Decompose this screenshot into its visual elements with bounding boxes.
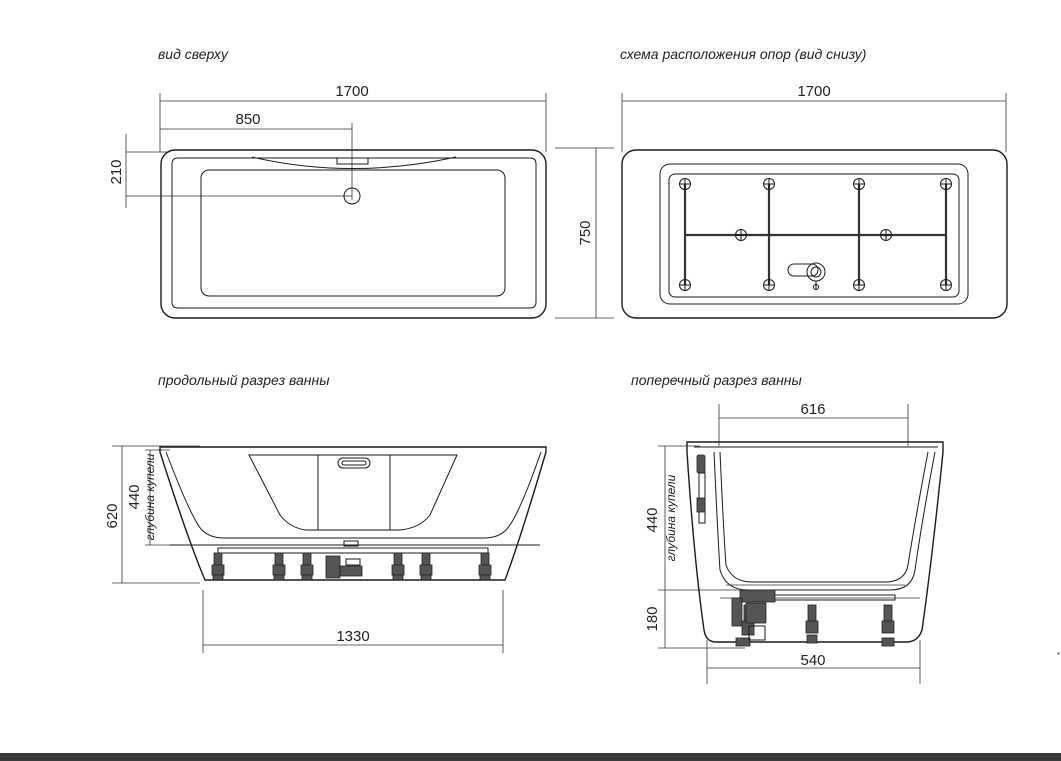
supports-view: схема расположения опор (вид снизу) 1700 <box>620 46 1008 319</box>
cross-view-title: поперечный разрез ванны <box>631 372 802 388</box>
cross-faucet-icon <box>696 454 706 524</box>
supports-length-value: 1700 <box>797 83 830 100</box>
longitudinal-base-dimension: 1330 <box>202 590 504 653</box>
edge-mark <box>1057 652 1060 655</box>
cross-legs-dimension: 180 <box>644 606 745 649</box>
longitudinal-height-value: 620 <box>104 503 121 528</box>
top-half-dimension: 850 <box>160 111 353 200</box>
support-leg-icons <box>679 178 952 291</box>
longitudinal-depth-dimension: 440 глубина купели <box>126 449 210 546</box>
cross-top-dimension: 616 <box>718 401 909 446</box>
longitudinal-drain-icon <box>325 540 363 579</box>
footer-bar <box>0 753 1061 761</box>
top-tub-outline <box>160 149 547 319</box>
cross-base-dimension: 540 <box>706 640 921 684</box>
longitudinal-base-value: 1330 <box>336 628 369 645</box>
cross-drain-icon <box>731 589 776 641</box>
supports-frame-border <box>659 163 969 305</box>
top-overflow-curve <box>251 156 457 169</box>
longitudinal-view-title: продольный разрез ванны <box>158 372 330 388</box>
cross-depth-value: 440 <box>644 507 661 532</box>
cross-depth-label: глубина купели <box>664 474 678 561</box>
supports-length-dimension: 1700 <box>621 83 1007 152</box>
longitudinal-legs <box>211 547 492 581</box>
longitudinal-height-dimension: 620 <box>104 445 200 584</box>
longitudinal-back-wall <box>248 454 458 531</box>
support-drain-icon <box>787 262 826 290</box>
cross-legs-value: 180 <box>644 606 661 631</box>
top-tub-basin <box>200 169 506 297</box>
cross-view: поперечный разрез ванны 616 440 глубина … <box>631 372 944 684</box>
supports-tub-outline <box>621 149 1008 319</box>
cross-depth-dimension: 440 глубина купели <box>644 445 745 648</box>
top-length-value: 1700 <box>335 83 368 100</box>
supports-frame-inner <box>668 173 960 298</box>
support-frame <box>683 184 948 285</box>
longitudinal-depth-value: 440 <box>126 484 143 509</box>
top-view: вид сверху 1700 850 210 750 <box>108 46 614 319</box>
cross-top-value: 616 <box>800 401 825 418</box>
top-overflow-slot <box>336 157 369 165</box>
cross-basin <box>713 451 936 591</box>
top-length-dimension: 1700 <box>159 83 547 152</box>
supports-view-title: схема расположения опор (вид снизу) <box>620 46 866 62</box>
top-half-value: 850 <box>235 111 260 128</box>
top-width-value: 750 <box>577 220 594 245</box>
cross-tub-shell <box>686 441 944 643</box>
cross-base-value: 540 <box>800 652 825 669</box>
longitudinal-view: продольный разрез ванны 620 440 глубина … <box>104 372 547 653</box>
longitudinal-overflow-icon <box>337 457 371 469</box>
top-tub-rim <box>171 157 537 309</box>
top-view-title: вид сверху <box>158 46 229 62</box>
top-drain-value: 210 <box>108 159 125 184</box>
top-drain-dimension: 210 <box>108 134 352 208</box>
top-width-dimension: 750 <box>555 147 614 319</box>
top-drain-icon <box>343 187 361 205</box>
longitudinal-basin <box>165 451 542 539</box>
longitudinal-depth-label: глубина купели <box>143 453 157 540</box>
longitudinal-tub-shell <box>159 446 547 581</box>
